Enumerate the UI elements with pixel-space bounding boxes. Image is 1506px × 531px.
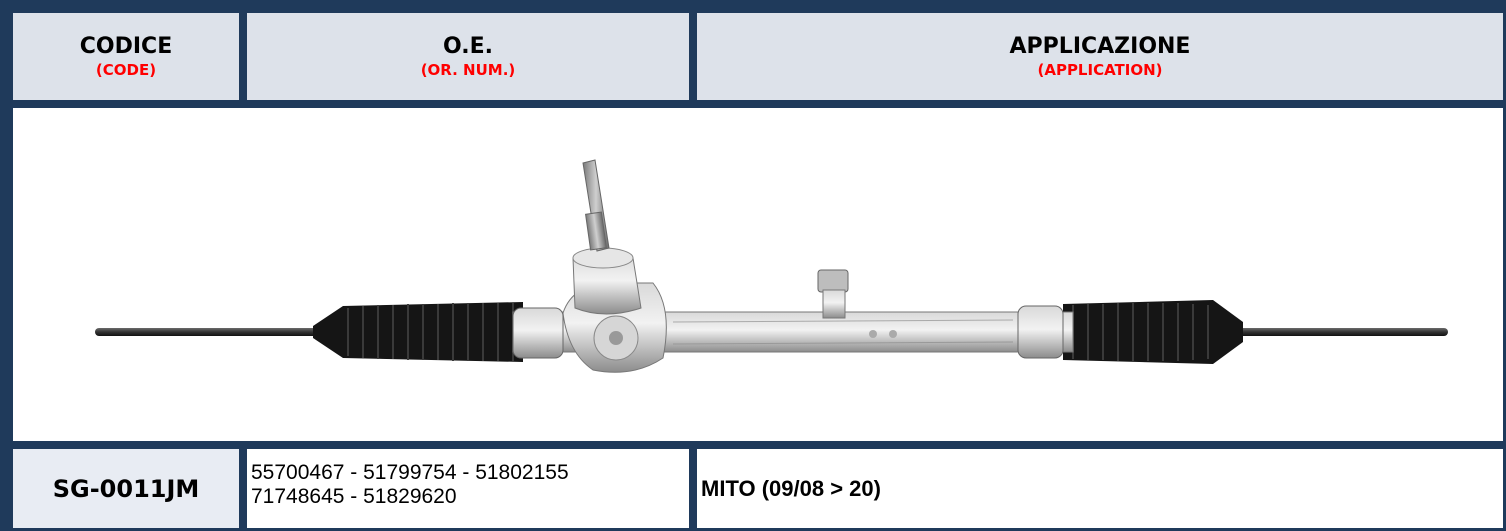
header-oe: O.E. (OR. NUM.) <box>247 13 689 100</box>
header-code-subtitle: (CODE) <box>95 60 157 79</box>
product-code: SG-0011JM <box>52 474 200 503</box>
application-cell: MITO (09/08 > 20) <box>697 449 1503 528</box>
right-tie-rod <box>1233 328 1448 336</box>
connector <box>817 269 849 293</box>
application-text: MITO (09/08 > 20) <box>701 475 881 501</box>
left-tie-rod <box>95 328 325 336</box>
steering-rack-image <box>95 159 1448 373</box>
oe-numbers-line-2: 71748645 - 51829620 <box>251 485 457 508</box>
left-boot <box>313 302 523 362</box>
header-oe-title: O.E. <box>443 33 493 59</box>
header-code: CODICE (CODE) <box>13 13 239 100</box>
header-application: APPLICAZIONE (APPLICATION) <box>697 13 1503 100</box>
header-application-title: APPLICAZIONE <box>1009 33 1191 59</box>
oe-numbers-line-1: 55700467 - 51799754 - 51802155 <box>251 461 569 484</box>
right-boot <box>1063 300 1243 364</box>
header-code-title: CODICE <box>79 33 173 59</box>
oe-numbers-cell: 55700467 - 51799754 - 51802155 71748645 … <box>247 449 689 528</box>
header-application-subtitle: (APPLICATION) <box>1037 60 1163 79</box>
header-oe-subtitle: (OR. NUM.) <box>420 60 516 79</box>
product-code-cell: SG-0011JM <box>13 449 239 528</box>
product-image-cell <box>13 108 1503 441</box>
